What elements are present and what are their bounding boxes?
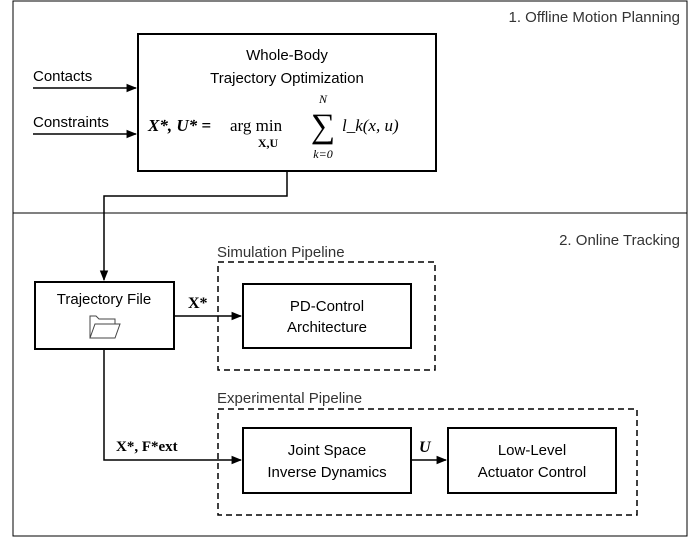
actuator-control-block	[447, 427, 617, 494]
optimization-title-line1: Whole-Body	[246, 47, 328, 64]
trajectory-optimization-block	[137, 33, 437, 172]
file-to-inverse-dynamics-label: X*, F*ext	[116, 439, 178, 455]
equation-sum-lower: k=0	[313, 147, 332, 161]
inverse-dynamics-block	[242, 427, 412, 494]
online-section-title: 2. Online Tracking	[559, 232, 680, 249]
outer-frame	[12, 0, 688, 537]
trajectory-file-label: Trajectory File	[57, 291, 151, 308]
pd-control-block	[242, 283, 412, 349]
optimization-to-file-arrow	[99, 171, 288, 282]
file-to-pd-label: X*	[188, 295, 208, 312]
folder-icon	[89, 315, 121, 339]
equation-argmin-subscript: X,U	[258, 136, 279, 150]
equation-lhs: X*, U* =	[147, 116, 211, 135]
equation-argmin: arg min	[230, 116, 283, 135]
optimization-title-line2: Trajectory Optimization	[210, 70, 364, 87]
inverse-dynamics-line1: Joint Space	[288, 442, 366, 459]
inverse-dynamics-to-actuator-label: U	[419, 439, 432, 456]
actuator-control-line1: Low-Level	[498, 442, 566, 459]
offline-section-title: 1. Offline Motion Planning	[509, 9, 681, 26]
pd-control-line2: Architecture	[287, 319, 367, 336]
simulation-pipeline-label: Simulation Pipeline	[217, 244, 345, 261]
experimental-pipeline-frame	[217, 408, 638, 516]
actuator-control-line2: Actuator Control	[478, 464, 586, 481]
equation-sum-symbol: ∑	[311, 108, 335, 145]
constraints-label: Constraints	[33, 114, 109, 131]
optimization-equation: X*, U* = arg min X,U N ∑ k=0 l_k(x, u)	[147, 92, 399, 161]
experimental-pipeline-label: Experimental Pipeline	[217, 390, 362, 407]
contacts-label: Contacts	[33, 68, 92, 85]
inverse-dynamics-line2: Inverse Dynamics	[267, 464, 386, 481]
equation-sum-upper: N	[318, 92, 328, 106]
file-to-inverse-dynamics-arrow	[103, 349, 243, 465]
equation-term: l_k(x, u)	[342, 116, 399, 135]
pd-control-line1: PD-Control	[290, 298, 364, 315]
